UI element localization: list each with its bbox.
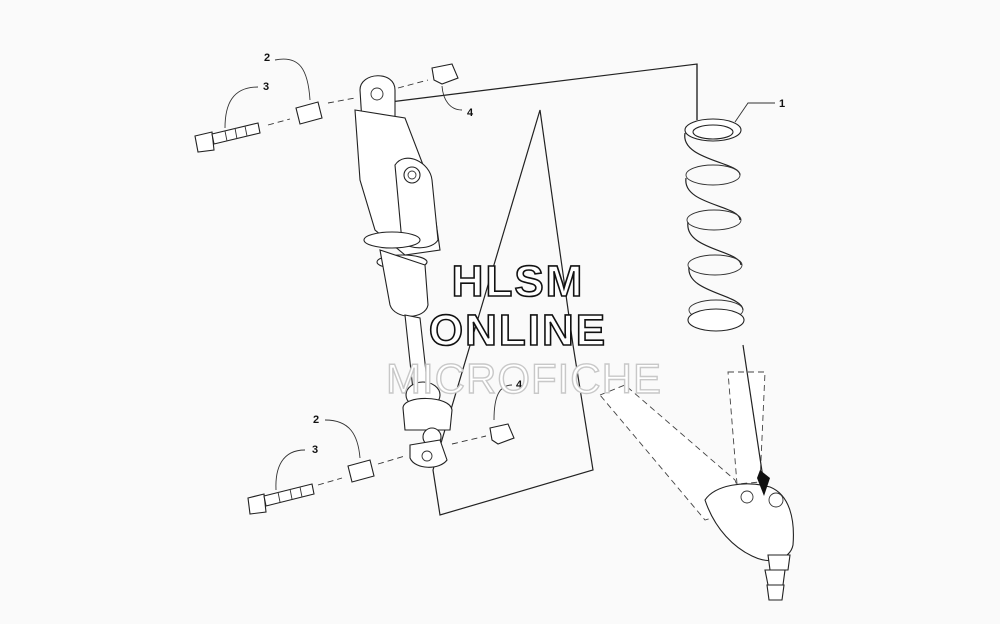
callout-leaders [224, 58, 775, 491]
callout-3-lower: 3 [312, 444, 318, 456]
lower-hardware [247, 423, 515, 515]
install-arrow [742, 344, 770, 496]
callout-4-lower: 4 [516, 379, 523, 391]
lower-nut [489, 423, 515, 445]
upper-nut [431, 63, 459, 85]
shock-absorber [354, 75, 453, 468]
callout-3-upper: 3 [263, 81, 269, 93]
upper-bushing [295, 101, 323, 125]
watermark-line-2: ONLINE [429, 306, 607, 355]
callout-4-upper: 4 [467, 107, 474, 119]
watermark-line-1: HLSM [452, 257, 585, 306]
lower-bushing [347, 459, 375, 483]
watermark: HLSM ONLINE MICROFICHE [385, 256, 662, 403]
lower-bolt [247, 483, 315, 515]
upper-bolt [194, 122, 261, 153]
upper-hardware [194, 63, 459, 153]
a-arm-ghost [599, 371, 794, 601]
callout-2-lower: 2 [313, 414, 319, 426]
callout-1: 1 [779, 98, 785, 110]
watermark-line-3: MICROFICHE [386, 355, 662, 402]
coil-spring [684, 118, 745, 332]
callout-2-upper: 2 [264, 52, 270, 64]
